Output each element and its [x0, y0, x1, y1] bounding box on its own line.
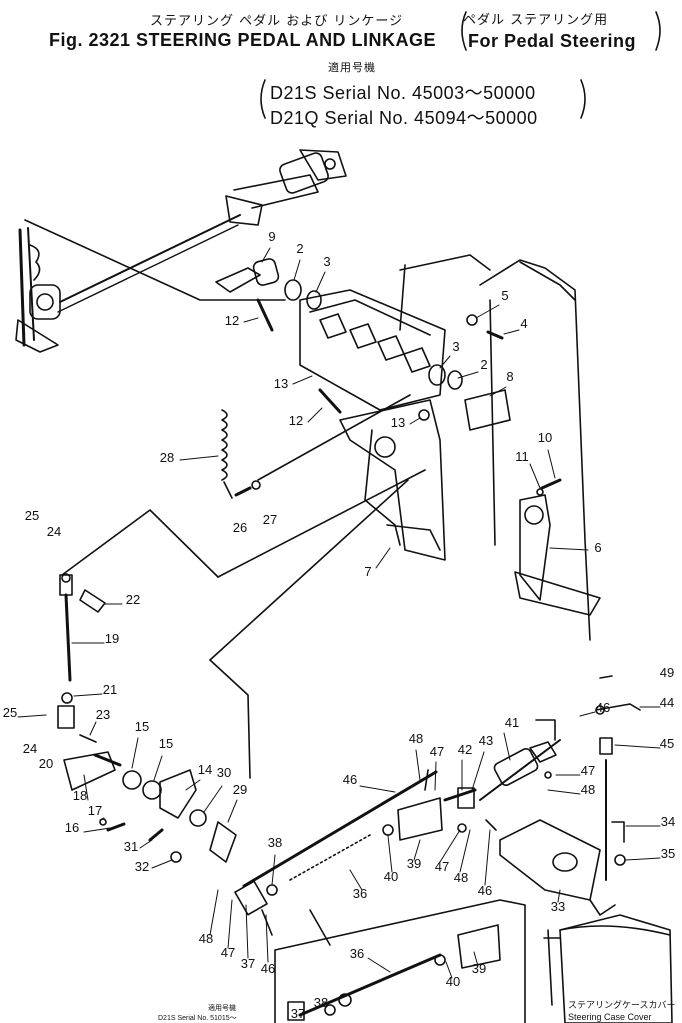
- callout-3: 3: [323, 254, 330, 269]
- callout-15: 15: [135, 719, 149, 734]
- caption-jp: ステアリングケースカバー: [568, 999, 676, 1011]
- callout-40: 40: [446, 974, 460, 989]
- part-9-body: [215, 267, 261, 293]
- callout-47: 47: [581, 763, 595, 778]
- inset-serial: D21S Serial No. 51015～: [158, 1015, 237, 1022]
- callout-2: 2: [296, 241, 303, 256]
- callout-39: 39: [407, 856, 421, 871]
- upper-linkage: [15, 149, 347, 353]
- callout-27: 27: [263, 512, 277, 527]
- callout-44: 44: [660, 695, 674, 710]
- left-rod-assembly: [57, 573, 237, 863]
- callout-46: 46: [596, 700, 610, 715]
- callout-46: 46: [261, 961, 275, 976]
- callout-36: 36: [353, 886, 367, 901]
- pedal-bracket: [299, 254, 491, 561]
- callout-45: 45: [660, 736, 674, 751]
- caption-en: Steering Case Cover: [568, 1012, 652, 1022]
- figure-subtitle: For Pedal Steering: [468, 31, 637, 51]
- callout-5: 5: [501, 288, 508, 303]
- figure-title: Fig. 2321 STEERING PEDAL AND LINKAGE: [49, 30, 437, 50]
- callout-7: 7: [364, 564, 371, 579]
- callout-42: 42: [458, 742, 472, 757]
- callout-38: 38: [314, 995, 328, 1010]
- callout-46: 46: [478, 883, 492, 898]
- inset-parts: [287, 924, 501, 1021]
- callout-14: 14: [198, 762, 212, 777]
- callout-25: 25: [25, 508, 39, 523]
- callout-21: 21: [103, 682, 117, 697]
- callout-46: 46: [343, 772, 357, 787]
- callout-22: 22: [126, 592, 140, 607]
- callout-30: 30: [217, 765, 231, 780]
- lower-rod-assembly: [234, 739, 561, 946]
- callout-17: 17: [88, 803, 102, 818]
- serial-bracket-left: [260, 79, 266, 119]
- callout-35: 35: [661, 846, 675, 861]
- inset-frame: [274, 899, 526, 1023]
- callout-13: 13: [391, 415, 405, 430]
- callout-37: 37: [291, 1006, 305, 1021]
- callout-15: 15: [159, 736, 173, 751]
- callout-48: 48: [581, 782, 595, 797]
- callout-2: 2: [480, 357, 487, 372]
- bracket-right: [655, 11, 661, 51]
- callout-26: 26: [233, 520, 247, 535]
- callout-33: 33: [551, 899, 565, 914]
- callout-48: 48: [454, 870, 468, 885]
- callout-23: 23: [96, 707, 110, 722]
- callout-37: 37: [241, 956, 255, 971]
- callout-12: 12: [289, 413, 303, 428]
- serial-bracket-right: [580, 79, 586, 119]
- leader-lines: [17, 247, 661, 979]
- callout-47: 47: [435, 859, 449, 874]
- callout-32: 32: [135, 859, 149, 874]
- right-lever-assembly: [499, 675, 641, 916]
- callout-49: 49: [660, 665, 674, 680]
- callout-34: 34: [661, 814, 675, 829]
- callout-24: 24: [47, 524, 61, 539]
- callout-39: 39: [472, 961, 486, 976]
- callout-6: 6: [594, 540, 601, 555]
- callout-13: 13: [274, 376, 288, 391]
- callout-41: 41: [505, 715, 519, 730]
- callout-20: 20: [39, 756, 53, 771]
- callout-38: 38: [268, 835, 282, 850]
- callout-43: 43: [479, 733, 493, 748]
- callout-47: 47: [221, 945, 235, 960]
- serial-line-1: D21S Serial No. 45003～50000: [270, 83, 536, 103]
- callout-9: 9: [268, 229, 275, 244]
- callout-36: 36: [350, 946, 364, 961]
- callout-48: 48: [409, 731, 423, 746]
- applicable-jp: 適用号機: [328, 61, 376, 74]
- title-jp-paren-group: ペダル ステアリング用: [463, 9, 608, 29]
- callout-19: 19: [105, 631, 119, 646]
- callout-24: 24: [23, 741, 37, 756]
- callout-8: 8: [506, 369, 513, 384]
- title-jp: ステアリング ペダル および リンケージ: [150, 14, 404, 29]
- callout-4: 4: [520, 316, 527, 331]
- callout-48: 48: [199, 931, 213, 946]
- callout-29: 29: [233, 782, 247, 797]
- callout-16: 16: [65, 820, 79, 835]
- callout-47: 47: [430, 744, 444, 759]
- frame-outline: [479, 259, 591, 641]
- callout-31: 31: [124, 839, 138, 854]
- callout-40: 40: [384, 869, 398, 884]
- title-jp-paren: ペダル ステアリング用: [463, 13, 609, 28]
- callout-3: 3: [452, 339, 459, 354]
- right-pedal: [464, 389, 601, 616]
- serial-line-2: D21Q Serial No. 45094～50000: [270, 108, 538, 128]
- callout-18: 18: [73, 788, 87, 803]
- callout-25: 25: [3, 705, 17, 720]
- callout-12: 12: [225, 313, 239, 328]
- inset-applicable-jp: 適用号機: [208, 1003, 236, 1012]
- bracket-left: [461, 11, 467, 51]
- callout-11: 11: [515, 449, 529, 464]
- callout-10: 10: [538, 430, 552, 445]
- steering-case-cover: [543, 914, 673, 1023]
- callout-28: 28: [160, 450, 174, 465]
